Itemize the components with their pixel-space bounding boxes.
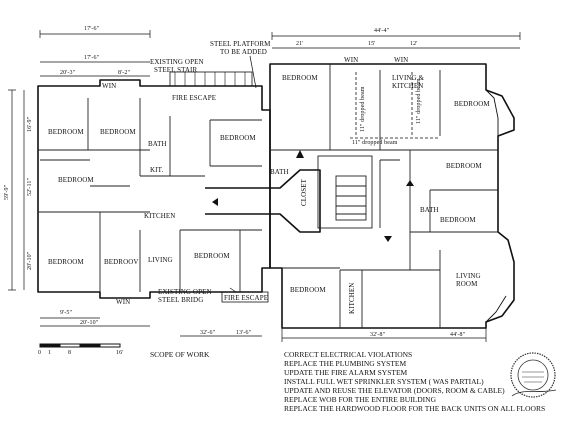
- dim-top-left-4: 8'-2": [118, 70, 131, 76]
- window-label-4: WIN: [116, 298, 131, 306]
- steel-stair-label: STEEL STAIR: [154, 66, 198, 74]
- dim-left-1: 16'-9": [27, 116, 33, 132]
- scope-item: REPLACE THE PLUMBING SYSTEM: [284, 359, 407, 368]
- dim-left-2: 52'-11": [27, 177, 33, 196]
- dim-top-right-3: 15': [368, 41, 376, 47]
- room-bedroom-5: BEDROOM: [48, 258, 84, 266]
- room-bath-2: BATH: [270, 168, 289, 176]
- room-bedroom-11: BEDROOM: [440, 216, 476, 224]
- steel-platform-label: STEEL PLATFORM: [210, 40, 271, 48]
- scope-item: UPDATE THE FIRE ALARM SYSTEM: [284, 368, 408, 377]
- fire-escape-top-label: FIRE ESCAPE: [172, 94, 217, 102]
- dim-bottom-mid-2: 13'-6": [236, 330, 252, 336]
- dim-left-4: 20'-10": [27, 251, 33, 270]
- room-kit-1: KIT.: [150, 166, 164, 174]
- window-label-3: WIN: [394, 56, 409, 64]
- scale-label-0: 0: [38, 350, 42, 356]
- room-living-1: LIVING: [148, 256, 173, 264]
- dropped-beam-v1-label: 11" dropped beam: [360, 86, 366, 132]
- right-wing-outline: [269, 63, 515, 329]
- room-living-room-line1: LIVING: [456, 272, 481, 280]
- room-bedroom-4: BEDROOM: [58, 176, 94, 184]
- dim-top-left-2: 17'-6": [84, 55, 100, 61]
- existing-open-bottom-label: EXISTING OPEN: [158, 288, 212, 296]
- existing-open-label: EXISTING OPEN: [150, 58, 204, 66]
- engineer-seal-icon: [510, 352, 557, 398]
- room-bedroom-7: BEDROOM: [194, 252, 230, 260]
- scale-label-16: 16': [116, 350, 124, 356]
- room-bath-1: BATH: [148, 140, 167, 148]
- room-living-room-line2: ROOM: [456, 280, 478, 288]
- scope-item: CORRECT ELECTRICAL VIOLATIONS: [284, 350, 413, 359]
- room-bedroom-3: BEDROOM: [220, 134, 256, 142]
- scope-item: REPLACE THE HARDWOOD FLOOR FOR THE BACK …: [284, 404, 546, 413]
- room-bedroom-2: BEDROOM: [100, 128, 136, 136]
- dim-bottom-mid-1: 32'-6": [200, 330, 216, 336]
- room-kitchen-1: KITCHEN: [144, 212, 176, 220]
- scope-item: INSTALL FULL WET SPRINKLER SYSTEM ( WAS …: [284, 377, 484, 386]
- room-bedroom-12: BEDROOM: [290, 286, 326, 294]
- room-bedroom-8: BEDROOM: [282, 74, 318, 82]
- window-label-2: WIN: [344, 56, 359, 64]
- to-be-added-label: TO BE ADDED: [220, 48, 267, 56]
- room-bedroom-9: BEDROOM: [454, 100, 490, 108]
- dim-top-right: 44'-4": [374, 28, 390, 34]
- scale-label-8: 8: [68, 350, 72, 356]
- window-label-1: WIN: [102, 82, 117, 90]
- steel-bridge-label: STEEL BRIDG: [158, 296, 204, 304]
- room-closet: CLOSET: [300, 178, 308, 206]
- room-living-kitchen-line1: LIVING &: [392, 74, 425, 82]
- dropped-beam-h-label: 11" dropped beam: [352, 140, 398, 146]
- room-bath-3: BATH: [420, 206, 439, 214]
- room-kitchen-2: KITCHEN: [348, 282, 356, 314]
- room-bedroom-1: BEDROOM: [48, 128, 84, 136]
- dim-top-right-4: 12': [410, 41, 418, 47]
- dim-bottom-right: 32'-8": [370, 332, 386, 338]
- room-bedroom-10: BEDROOM: [446, 162, 482, 170]
- corridor: [205, 169, 321, 233]
- room-bedroom-6: BEDROOV: [104, 258, 139, 266]
- scope-item: UPDATE AND REUSE THE ELEVATOR (DOORS, RO…: [284, 386, 505, 395]
- dim-left-3: 59'-9": [4, 184, 10, 200]
- dim-bottom-right-2: 44'-8": [450, 332, 466, 338]
- scale-label-1: 1: [48, 350, 52, 356]
- fire-escape-bottom-label: FIRE ESCAPE: [224, 294, 269, 302]
- scope-title: SCOPE OF WORK: [150, 350, 210, 359]
- dim-top-left: 17'-6": [84, 26, 100, 32]
- dim-bottom-left-2: 20'-10": [80, 320, 99, 326]
- scope-item: REPLACE WOB FOR THE ENTIRE BUILDING: [284, 395, 437, 404]
- dim-bottom-left-1: 9'-5": [60, 310, 73, 316]
- room-living-kitchen-line2: KITCHEN: [392, 82, 424, 90]
- dim-top-right-2: 21': [296, 41, 304, 47]
- dim-top-left-3: 20'-3": [60, 70, 76, 76]
